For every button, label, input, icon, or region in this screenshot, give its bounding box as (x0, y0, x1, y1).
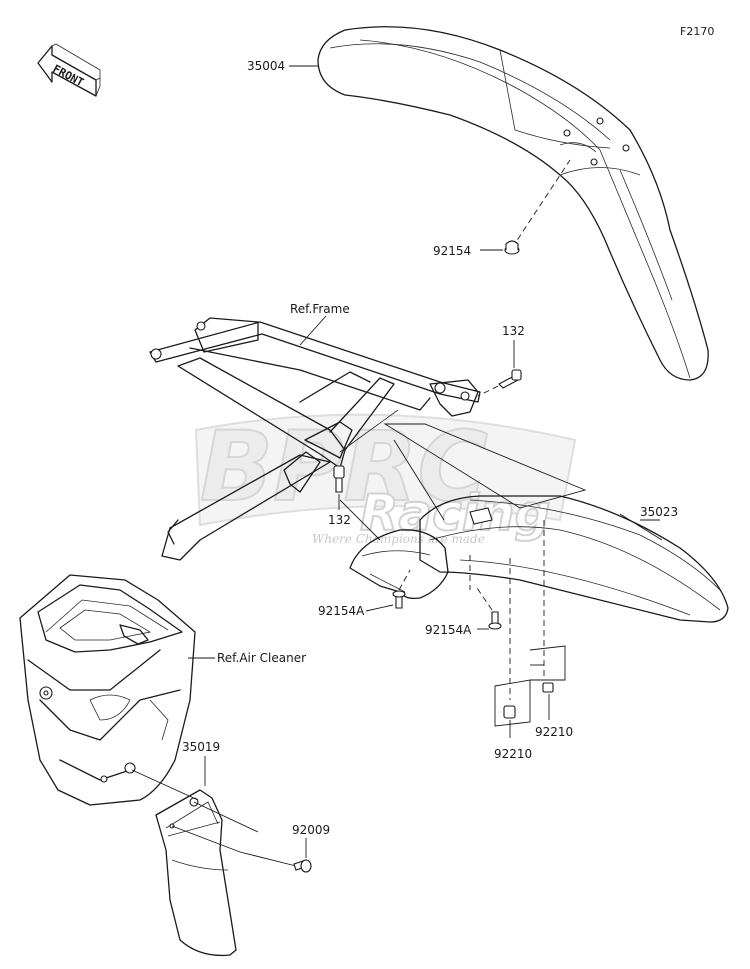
nut-92210-left[interactable] (503, 705, 516, 719)
callout-132-left: 132 (328, 513, 351, 527)
front-direction-arrow-icon: FRONT (37, 43, 101, 97)
front-fender-35004[interactable] (317, 26, 709, 381)
subframe-reference (149, 317, 481, 561)
callout-132-right: 132 (502, 324, 525, 338)
callout-92009: 92009 (292, 823, 330, 837)
callout-92154: 92154 (433, 244, 471, 258)
nut-92210-right[interactable] (542, 682, 554, 693)
front-label: FRONT (51, 62, 87, 89)
bolt-92154a-left[interactable] (392, 590, 406, 609)
bolt-92154a-right[interactable] (488, 611, 502, 630)
screw-92009[interactable] (293, 859, 312, 873)
callout-ref-air-cleaner: Ref.Air Cleaner (217, 651, 306, 665)
callout-92210-right: 92210 (535, 725, 573, 739)
callout-35004: 35004 (247, 59, 285, 73)
bolt-132-left[interactable] (333, 465, 345, 493)
callout-35023: 35023 (640, 505, 678, 519)
callout-ref-frame: Ref.Frame (290, 302, 350, 316)
callout-35019: 35019 (182, 740, 220, 754)
figure-number: F2170 (680, 25, 714, 38)
bolt-92154[interactable] (504, 240, 520, 255)
watermark: BPRC Racing Where Champions are made (194, 410, 577, 546)
callout-92154a-right: 92154A (425, 623, 472, 637)
callout-92210-left: 92210 (494, 747, 532, 761)
air-cleaner-reference (19, 574, 196, 806)
callout-92154a-left: 92154A (318, 604, 365, 618)
watermark-tagline: Where Champions are made (312, 532, 485, 546)
bolt-132-right[interactable] (498, 369, 522, 389)
mud-flap-35019[interactable] (155, 789, 237, 957)
